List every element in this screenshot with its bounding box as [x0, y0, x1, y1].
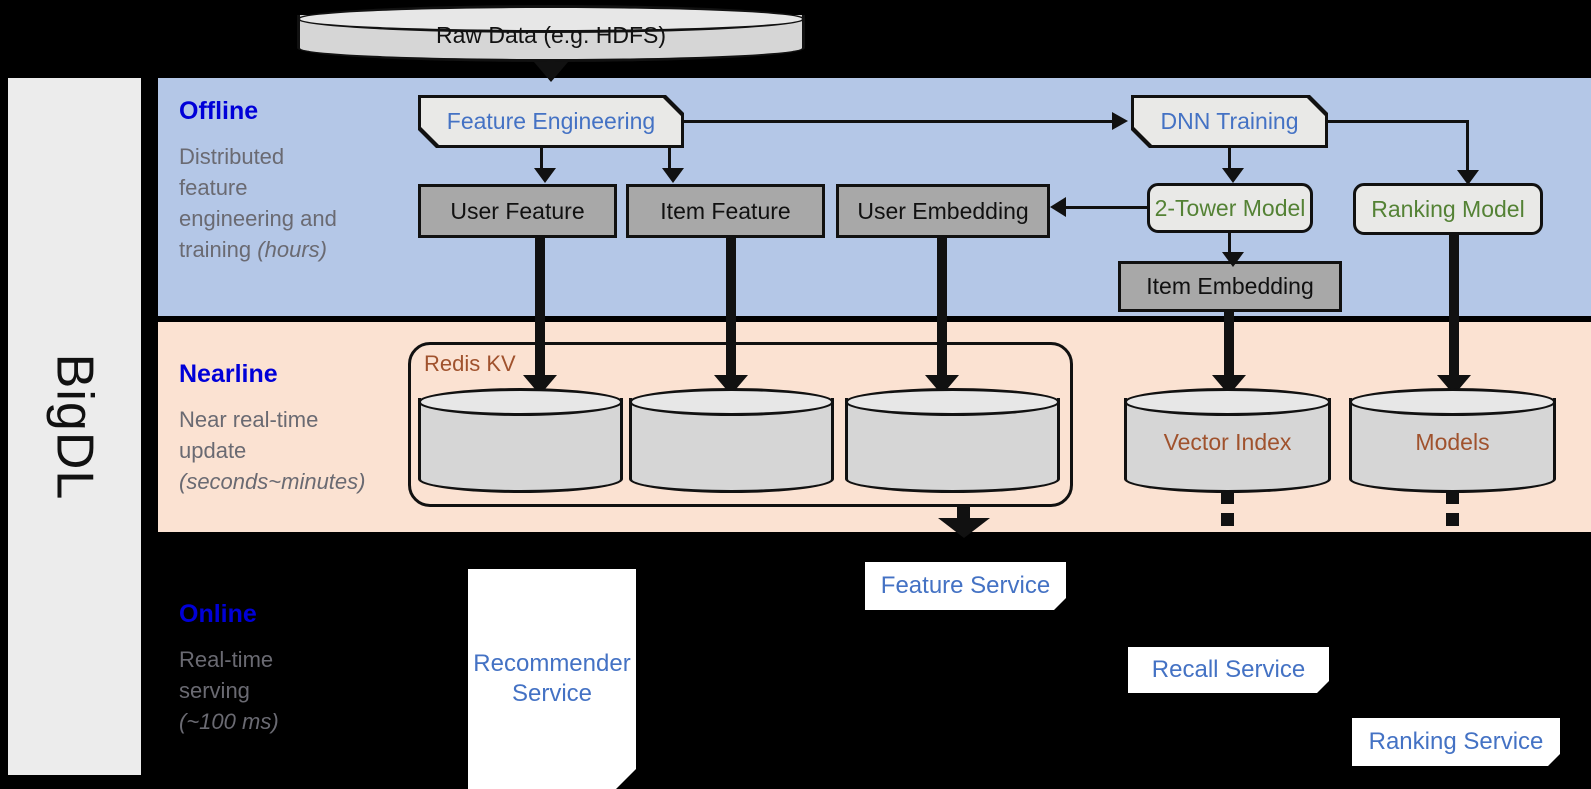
- offline-sub-l4: training (hours): [179, 237, 327, 262]
- user-embedding-label: User Embedding: [857, 197, 1029, 224]
- cylinder-top: [629, 388, 834, 416]
- bigdl-text: BigDL: [45, 353, 104, 500]
- nearline-subtitle: Near real-time update (seconds~minutes): [179, 404, 429, 497]
- cylinder-top: [297, 5, 805, 33]
- feature-service-label: Feature Service: [880, 572, 1051, 599]
- item-embedding-label: Item Embedding: [1146, 273, 1314, 299]
- raw-data-cylinder: Raw Data (e.g. HDFS): [297, 5, 805, 62]
- ranking-model-node[interactable]: Ranking Model: [1353, 183, 1543, 235]
- store-item-feature-cylinder[interactable]: [629, 388, 834, 493]
- offline-sub-l3: engineering and: [179, 206, 337, 231]
- arrowhead-twotower-itemembedding: [1222, 252, 1244, 267]
- connector-fe-itemfeature: [668, 148, 671, 170]
- arrowhead-twotower-userembedding: [1050, 197, 1066, 217]
- connector-handle-redis-featureservice: [957, 506, 970, 519]
- arrowhead-fe-itemfeature: [662, 168, 684, 183]
- redis-kv-label: Redis KV: [424, 351, 516, 376]
- item-feature-node[interactable]: Item Feature: [626, 184, 825, 238]
- connector-fe-dnn: [684, 120, 1114, 123]
- vector-index-cylinder[interactable]: Vector Index: [1124, 388, 1331, 493]
- arrowhead-dnn-twotower: [1222, 168, 1244, 183]
- pipe-userembedding-store: [937, 238, 947, 386]
- recommender-service-label: Recommender Service: [473, 649, 630, 709]
- raw-data-label: Raw Data (e.g. HDFS): [435, 21, 667, 48]
- ranking-service-label: Ranking Service: [1368, 728, 1544, 755]
- ranking-service-node[interactable]: Ranking Service: [1352, 718, 1560, 766]
- models-cylinder[interactable]: Models: [1349, 388, 1556, 493]
- online-title: Online: [179, 600, 257, 628]
- connector-handle-models-b: [1446, 513, 1459, 526]
- cylinder-top: [1124, 388, 1331, 416]
- pipe-userfeature-store: [535, 238, 545, 386]
- offline-title: Offline: [179, 97, 259, 125]
- nearline-sub-l2: update: [179, 438, 247, 463]
- connector-twotower-userembedding: [1063, 206, 1149, 209]
- store-user-embedding-cylinder[interactable]: [845, 388, 1060, 493]
- arrowhead-fe-userfeature: [534, 168, 556, 183]
- dnn-training-label: DNN Training: [1160, 108, 1299, 134]
- offline-sub-l1: Distributed: [179, 144, 285, 169]
- online-sub-l2: serving: [179, 678, 250, 703]
- pipe-rankingmodel-models: [1449, 235, 1459, 387]
- dnn-training-node[interactable]: DNN Training: [1131, 95, 1328, 148]
- recall-service-label: Recall Service: [1151, 656, 1306, 683]
- online-sub-italic: (~100 ms): [179, 709, 279, 734]
- online-sub-l1: Real-time: [179, 647, 274, 672]
- offline-sub-l2: feature: [179, 175, 248, 200]
- user-feature-node[interactable]: User Feature: [418, 184, 617, 238]
- feature-engineering-label: Feature Engineering: [446, 108, 656, 134]
- recall-service-node[interactable]: Recall Service: [1128, 647, 1329, 693]
- pipe-itemfeature-store: [726, 238, 736, 386]
- user-feature-label: User Feature: [450, 197, 585, 224]
- connector-handle-models-a: [1446, 491, 1459, 504]
- store-user-feature-cylinder[interactable]: [418, 388, 623, 493]
- nearline-sub-italic: (seconds~minutes): [179, 469, 366, 494]
- arrowhead-dnn-ranking: [1457, 170, 1479, 185]
- models-label: Models: [1415, 428, 1490, 455]
- connector-dnn-ranking-h: [1328, 120, 1469, 123]
- bigdl-rail: BigDL: [8, 78, 141, 775]
- user-embedding-node[interactable]: User Embedding: [836, 184, 1050, 238]
- cylinder-top: [418, 388, 623, 416]
- two-tower-model-node[interactable]: 2-Tower Model: [1147, 183, 1313, 233]
- recommender-service-label-l1: Recommender: [473, 650, 631, 677]
- cylinder-top: [845, 388, 1060, 416]
- offline-subtitle: Distributed feature engineering and trai…: [179, 141, 394, 265]
- arrowhead-redis-featureservice: [938, 518, 990, 538]
- feature-engineering-node[interactable]: Feature Engineering: [418, 95, 684, 148]
- connector-handle-vectorindex-b: [1221, 513, 1234, 526]
- two-tower-model-label: 2-Tower Model: [1154, 194, 1306, 221]
- connector-twotower-itemembedding: [1228, 233, 1231, 255]
- recommender-service-label-l2: Service: [511, 680, 593, 707]
- connector-dnn-twotower: [1228, 148, 1231, 170]
- redis-kv-group: [408, 342, 1073, 507]
- item-embedding-node[interactable]: Item Embedding: [1118, 261, 1342, 312]
- arrowhead-rawdata-fe: [534, 62, 568, 82]
- connector-handle-vectorindex-a: [1221, 491, 1234, 504]
- connector-fe-userfeature: [540, 148, 543, 170]
- bigdl-label: BigDL: [8, 78, 141, 775]
- nearline-sub-l1: Near real-time: [179, 407, 319, 432]
- online-subtitle: Real-time serving (~100 ms): [179, 644, 429, 737]
- arrowhead-fe-dnn: [1112, 112, 1128, 130]
- connector-dnn-ranking-v: [1466, 120, 1469, 172]
- offline-sub-italic: (hours): [257, 237, 327, 262]
- nearline-title: Nearline: [179, 360, 278, 388]
- cylinder-top: [1349, 388, 1556, 416]
- feature-service-node[interactable]: Feature Service: [865, 562, 1066, 610]
- recommender-service-node[interactable]: Recommender Service: [468, 569, 636, 789]
- item-feature-label: Item Feature: [660, 197, 791, 224]
- vector-index-label: Vector Index: [1163, 428, 1292, 455]
- pipe-itemembedding-vectorindex: [1224, 312, 1234, 387]
- ranking-model-label: Ranking Model: [1371, 195, 1525, 222]
